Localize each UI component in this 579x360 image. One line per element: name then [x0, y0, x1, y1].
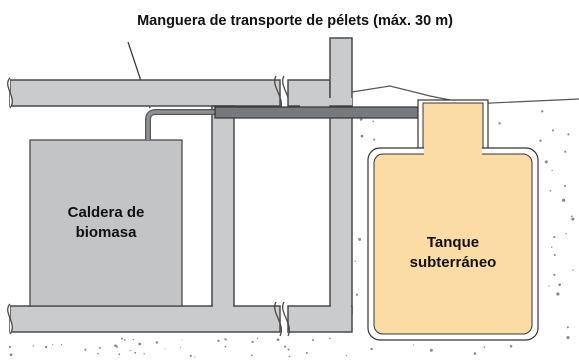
- soil-speck: [226, 339, 228, 341]
- vertical-pipe-left: [211, 105, 235, 315]
- underground-tank: Tanque subterráneo: [367, 99, 539, 341]
- soil-speck: [551, 129, 555, 132]
- soil-speck: [541, 110, 544, 113]
- tank-label-line1: Tanque: [427, 234, 479, 251]
- soil-speck: [373, 138, 376, 141]
- soil-speck: [564, 150, 567, 153]
- bottom-pipe-break-left: [7, 303, 13, 335]
- soil-speck: [276, 338, 280, 342]
- soil-speck: [138, 342, 142, 346]
- soil-speck: [572, 269, 574, 271]
- soil-speck: [567, 133, 570, 136]
- soil-speck: [143, 353, 145, 355]
- soil-speck: [250, 354, 253, 357]
- soil-speck: [556, 292, 560, 296]
- soil-speck: [224, 345, 227, 348]
- soil-speck: [566, 326, 569, 329]
- soil-speck: [370, 347, 373, 351]
- soil-speck: [134, 351, 137, 354]
- soil-speck: [355, 293, 358, 296]
- pellet-transport-tube: [214, 106, 428, 119]
- soil-speck: [284, 345, 287, 348]
- soil-speck: [564, 184, 567, 187]
- soil-speck: [544, 160, 548, 164]
- soil-speck: [561, 198, 566, 202]
- soil-speck: [305, 351, 308, 355]
- tank-neck: [422, 102, 484, 153]
- biomass-boiler: [29, 139, 183, 307]
- soil-speck: [551, 246, 553, 248]
- soil-speck: [566, 336, 570, 340]
- soil-speck: [130, 350, 132, 352]
- tank-label-line2: subterráneo: [410, 254, 497, 271]
- soil-speck: [354, 260, 356, 262]
- soil-speck: [9, 353, 13, 357]
- soil-speck: [256, 337, 259, 340]
- soil-speck: [97, 352, 99, 355]
- soil-speck: [548, 285, 550, 287]
- soil-speck: [539, 139, 542, 142]
- soil-speck: [558, 283, 561, 287]
- top-pipe: [7, 75, 331, 111]
- soil-speck: [155, 341, 158, 344]
- soil-speck: [189, 354, 192, 357]
- soil-speck: [52, 343, 54, 346]
- soil-speck: [553, 253, 556, 257]
- ground-surface-line: [351, 85, 579, 105]
- soil-speck: [413, 344, 415, 346]
- soil-speck: [114, 344, 117, 348]
- soil-speck: [251, 340, 254, 344]
- soil-speck: [372, 120, 375, 122]
- soil-speck: [181, 339, 183, 341]
- soil-dots: [8, 110, 575, 358]
- soil-speck: [570, 215, 573, 218]
- boiler-label-line2: biomasa: [76, 224, 138, 241]
- soil-speck: [509, 345, 513, 348]
- soil-speck: [60, 344, 63, 346]
- soil-speck: [312, 339, 314, 342]
- bottom-pipe-body: [9, 305, 281, 333]
- soil-speck: [360, 134, 364, 138]
- soil-speck: [224, 338, 227, 341]
- soil-speck: [84, 348, 87, 351]
- soil-speck: [287, 348, 290, 351]
- vertical-pipe-right: [329, 105, 353, 315]
- soil-speck: [429, 348, 433, 352]
- soil-speck: [553, 236, 556, 239]
- vertical-riser-pipe: [329, 37, 353, 107]
- soil-speck: [118, 353, 121, 356]
- soil-speck: [132, 338, 135, 341]
- soil-speck: [123, 339, 126, 341]
- top-pipe-break-left: [7, 77, 13, 109]
- soil-speck: [565, 232, 567, 235]
- diagram-title: Manguera de transporte de pélets (máx. 3…: [137, 13, 453, 29]
- soil-speck: [345, 354, 347, 357]
- soil-speck: [473, 352, 477, 355]
- boiler-label-line1: Caldera de: [68, 204, 145, 221]
- soil-speck: [358, 237, 362, 241]
- soil-speck: [571, 217, 575, 221]
- soil-speck: [98, 346, 101, 349]
- top-pipe-body: [9, 79, 281, 107]
- soil-speck: [329, 337, 331, 340]
- soil-speck: [121, 337, 123, 340]
- ground-soil: [8, 85, 579, 358]
- soil-speck: [549, 189, 552, 192]
- soil-speck: [194, 356, 196, 358]
- bottom-pipe-break-mark: [274, 301, 290, 337]
- pellet-transport-hose: [145, 109, 215, 140]
- soil-speck: [8, 345, 12, 349]
- soil-speck: [32, 345, 35, 347]
- soil-speck: [44, 345, 48, 349]
- soil-speck: [498, 122, 501, 125]
- bottom-pipe: [7, 300, 353, 337]
- soil-speck: [553, 273, 556, 276]
- soil-speck: [164, 348, 166, 350]
- soil-speck: [483, 346, 486, 348]
- soil-speck: [288, 355, 291, 358]
- soil-speck: [180, 346, 181, 348]
- soil-speck: [551, 169, 553, 172]
- soil-speck: [217, 339, 220, 343]
